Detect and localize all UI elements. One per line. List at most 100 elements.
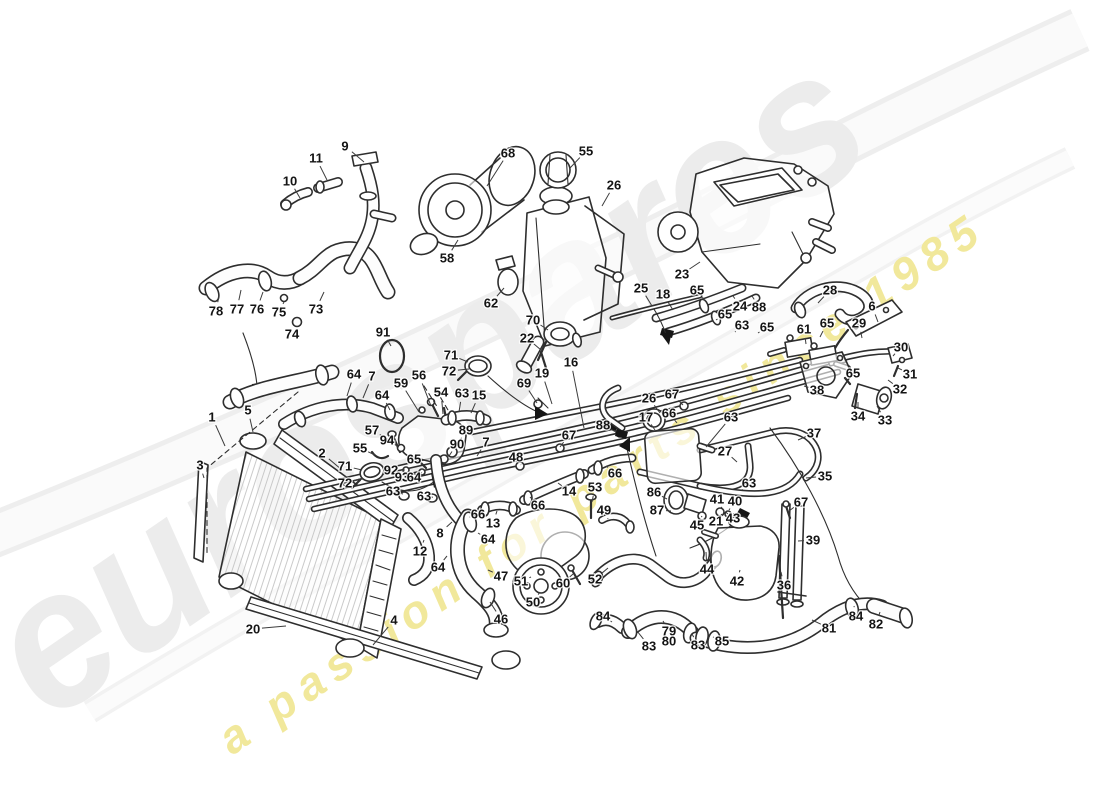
tank-bracket [583, 205, 625, 321]
callout-leader-6 [874, 314, 879, 323]
callout-66: 66 [531, 498, 545, 513]
callout-1: 1 [208, 410, 215, 425]
eurospares-watermark: eurospares a passion for parts since 198… [0, 6, 1090, 764]
callout-47: 47 [494, 569, 508, 584]
reservoir-body-17 [643, 427, 703, 485]
tube-52-core [594, 555, 718, 587]
callout-55: 55 [579, 144, 593, 159]
hose-79-80-core [622, 611, 698, 638]
callout-leader-32 [887, 379, 894, 385]
callout-leader-63 [741, 489, 743, 491]
callout-18: 18 [656, 287, 670, 302]
callout-leader-83 [636, 630, 644, 640]
stud-65 [418, 460, 428, 470]
callout-leader-66 [674, 419, 678, 424]
callout-leader-7 [476, 449, 482, 457]
callout-leader-64 [443, 555, 448, 561]
callout-83: 83 [691, 638, 705, 653]
callout-66: 66 [662, 406, 676, 421]
callout-14: 14 [562, 484, 577, 499]
nut-67 [555, 443, 565, 453]
callout-88: 88 [596, 418, 610, 433]
clamp-63 [447, 410, 457, 426]
heater-port-core [813, 239, 835, 253]
callout-leader-29 [860, 331, 863, 339]
hose-end-flange [483, 622, 509, 638]
callout-40: 40 [728, 494, 742, 509]
callout-leader-88 [610, 428, 617, 433]
callout-leader-36 [780, 571, 783, 577]
callout-78: 78 [209, 304, 223, 319]
callout-leader-13 [495, 510, 498, 515]
callout-leader-30 [892, 353, 896, 357]
clamp [523, 490, 533, 506]
clamp-65 [698, 298, 710, 314]
heater-unit [657, 157, 836, 289]
pipe-flange [351, 151, 379, 167]
callout-48: 48 [509, 450, 523, 465]
callout-7: 7 [368, 369, 375, 384]
callout-8: 8 [436, 526, 443, 541]
heater-top-opening [713, 167, 803, 207]
pump-housing [505, 508, 587, 578]
callout-leader-41 [720, 506, 723, 509]
radiator-mount-top [239, 432, 267, 450]
overflow-bottle [696, 500, 807, 620]
clamp-64 [293, 410, 307, 428]
callout-90: 90 [450, 437, 464, 452]
callout-leader-84 [610, 620, 613, 623]
callout-33: 33 [878, 413, 892, 428]
washer-59 [418, 406, 426, 414]
diagram-line-art [193, 145, 914, 680]
callout-leader-81 [811, 619, 822, 625]
ring-63 [398, 491, 410, 501]
callout-28: 28 [823, 283, 837, 298]
callout-84: 84 [849, 609, 864, 624]
callout-30: 30 [894, 340, 908, 355]
callout-71: 71 [338, 459, 352, 474]
radiator-mount-bottom [335, 638, 365, 658]
callout-leader-91 [387, 339, 392, 347]
sensor-body-87 [683, 493, 707, 515]
callout-leader-23 [689, 261, 701, 270]
callout-89: 89 [459, 423, 473, 438]
callout-leader-78 [217, 295, 220, 303]
clamp [707, 630, 721, 652]
clamp-66 [593, 460, 603, 476]
callout-66: 66 [608, 466, 622, 481]
pipe-25-18-core [611, 295, 701, 319]
callout-36: 36 [777, 578, 791, 593]
callout-leader-46 [489, 601, 497, 612]
bracket-39 [792, 505, 805, 601]
callout-26: 26 [607, 178, 621, 193]
callout-63: 63 [735, 318, 749, 333]
callout-67: 67 [562, 428, 576, 443]
callout-19: 19 [535, 366, 549, 381]
callout-63: 63 [417, 489, 431, 504]
callout-6: 6 [868, 299, 875, 314]
callout-80: 80 [662, 634, 676, 649]
callout-57: 57 [365, 423, 379, 438]
callout-leader-42 [738, 569, 741, 573]
callout-leader-2 [328, 458, 343, 471]
callout-leader-12 [422, 539, 425, 543]
callout-leader-63 [458, 401, 462, 413]
callout-92: 92 [384, 463, 398, 478]
callout-62: 62 [484, 296, 498, 311]
direction-arrow [619, 437, 630, 452]
callout-leader-76 [259, 291, 264, 301]
callout-65: 65 [820, 316, 834, 331]
clamp-47 [462, 511, 478, 533]
callout-leader-10 [294, 188, 301, 199]
callout-leader-66 [529, 496, 532, 499]
callout-leader-65 [757, 331, 760, 334]
callout-leader-64 [346, 382, 352, 397]
callout-52: 52 [588, 572, 602, 587]
fitting-11-collar [315, 180, 325, 194]
bottom-radiator-hose [450, 508, 509, 638]
callout-65: 65 [846, 366, 860, 381]
callout-leader-67 [678, 400, 684, 406]
callout-63: 63 [386, 484, 400, 499]
callout-81: 81 [822, 621, 836, 636]
callout-leader-79 [662, 620, 665, 624]
